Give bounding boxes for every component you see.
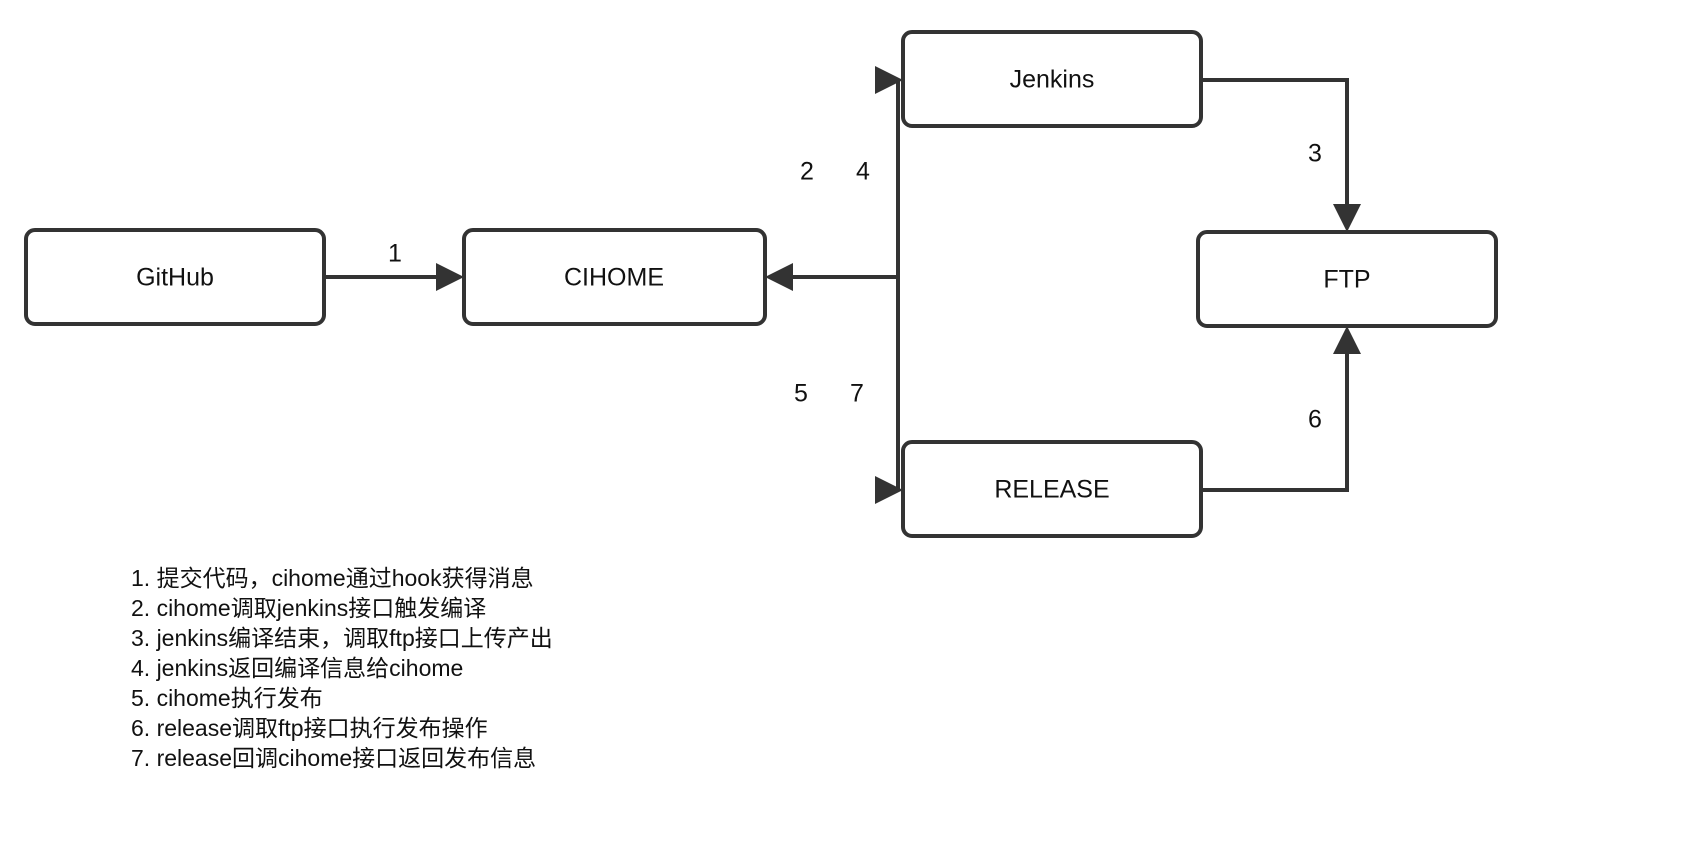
arrow-head-2 <box>875 66 903 94</box>
node-ftp-label: FTP <box>1323 266 1370 294</box>
edge-line-6 <box>1201 350 1349 492</box>
node-cihome[interactable]: CIHOME <box>462 228 767 326</box>
edge-label-5: 5 <box>794 380 808 408</box>
node-release-box[interactable] <box>901 440 1203 538</box>
arrow-head-5 <box>875 476 903 504</box>
legend-item: 2. cihome调取jenkins接口触发编译 <box>131 595 487 621</box>
node-github-box[interactable] <box>24 228 326 326</box>
edge-label-6: 6 <box>1308 406 1322 434</box>
edge-cihome-to-jenkins <box>875 66 903 94</box>
legend-item: 6. release调取ftp接口执行发布操作 <box>131 715 488 741</box>
node-ftp-box[interactable] <box>1196 230 1498 328</box>
node-jenkins-box[interactable] <box>901 30 1203 128</box>
node-release-label: RELEASE <box>994 476 1109 504</box>
legend-item: 5. cihome执行发布 <box>131 685 323 711</box>
edge-label-1: 1 <box>388 240 402 268</box>
edge-github-to-cihome <box>324 263 464 291</box>
node-ftp[interactable]: FTP <box>1196 230 1498 328</box>
legend-item: 1. 提交代码，cihome通过hook获得消息 <box>131 565 534 591</box>
node-github[interactable]: GitHub <box>24 228 326 326</box>
legend-item: 7. release回调cihome接口返回发布信息 <box>131 745 537 771</box>
edge-label-3: 3 <box>1308 140 1322 168</box>
legend-list: 1. 提交代码，cihome通过hook获得消息 2. cihome调取jenk… <box>131 563 891 773</box>
edge-label-2: 2 <box>800 158 814 186</box>
edge-release-to-ftp <box>1201 326 1361 492</box>
node-jenkins-label: Jenkins <box>1010 66 1095 94</box>
edge-cihome-to-release <box>875 476 903 504</box>
arrow-head-3 <box>1333 204 1361 232</box>
legend-item: 4. jenkins返回编译信息给cihome <box>131 655 464 681</box>
node-release[interactable]: RELEASE <box>901 440 1203 538</box>
node-jenkins[interactable]: Jenkins <box>901 30 1203 128</box>
node-cihome-label: CIHOME <box>564 264 664 292</box>
edge-label-4: 4 <box>856 158 870 186</box>
edge-trunk-to-cihome <box>765 263 898 291</box>
node-cihome-box[interactable] <box>462 228 767 326</box>
arrow-head-4-7 <box>765 263 793 291</box>
arrow-head-1 <box>436 263 464 291</box>
arrow-head-6 <box>1333 326 1361 354</box>
node-github-label: GitHub <box>136 264 214 292</box>
edge-label-7: 7 <box>850 380 864 408</box>
legend-item: 3. jenkins编译结束，调取ftp接口上传产出 <box>131 625 553 651</box>
edge-jenkins-to-ftp <box>1201 78 1361 232</box>
edge-line-3 <box>1201 78 1349 208</box>
